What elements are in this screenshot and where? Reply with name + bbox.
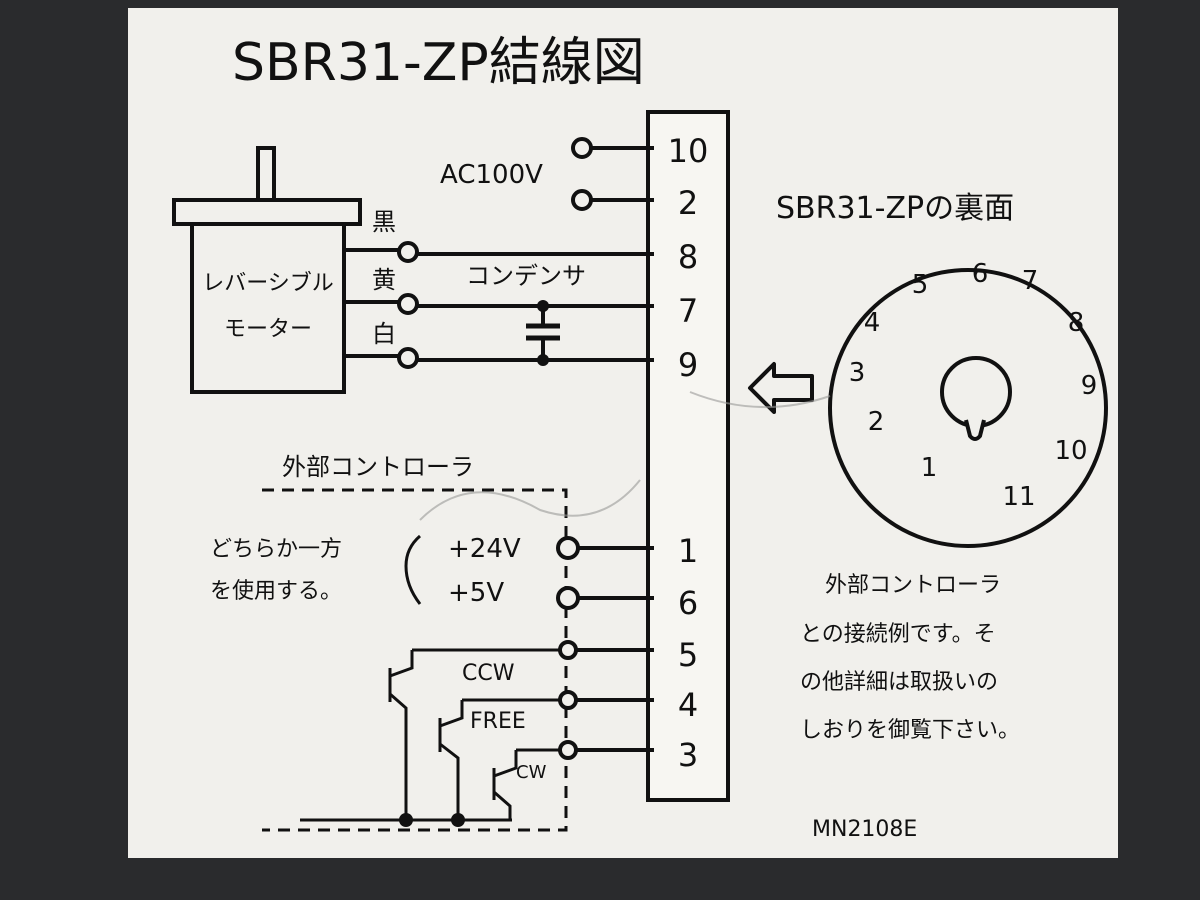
- capacitor-junction-top: [537, 300, 549, 312]
- terminal-label-6: 6: [678, 584, 698, 622]
- wire-color-black: 黒: [372, 208, 396, 236]
- motor-terminal-white: [397, 347, 419, 369]
- motor-label-line2: モーター: [224, 317, 312, 342]
- diagram-title: SBR31-ZP結線図: [232, 33, 645, 93]
- terminal-label-9: 9: [678, 346, 698, 384]
- pin-label-4: 4: [864, 308, 881, 338]
- controller-terminal-cw: [558, 740, 578, 760]
- terminal-block: [646, 110, 730, 802]
- transistor-free: [438, 698, 560, 820]
- controller-terminal-24v: [556, 536, 580, 560]
- arrow-left-icon: [748, 362, 814, 414]
- terminal-label-2: 2: [678, 184, 698, 222]
- note-line-4: しおりを御覧下さい。: [800, 718, 1020, 743]
- pin-label-5: 5: [912, 270, 929, 300]
- controller-terminal-ccw: [558, 640, 578, 660]
- socket-key: [940, 356, 1012, 441]
- motor-label-line1: レバーシブル: [202, 271, 334, 296]
- pin-label-9: 9: [1081, 371, 1098, 401]
- terminal-label-8: 8: [678, 238, 698, 276]
- wire-color-yellow: 黄: [372, 266, 396, 294]
- pin-label-8: 8: [1068, 308, 1085, 338]
- controller-brace: [404, 534, 422, 605]
- power-terminal-2: [571, 189, 593, 211]
- motor-shaft: [256, 146, 276, 202]
- signal-ccw: CCW: [462, 661, 515, 686]
- terminal-label-5: 5: [678, 636, 698, 674]
- pin-label-1: 1: [921, 453, 938, 483]
- motor-terminal-yellow: [397, 293, 419, 315]
- capacitor-label: コンデンサ: [466, 262, 586, 290]
- terminal-label-10: 10: [668, 132, 709, 170]
- capacitor-junction-bottom: [537, 354, 549, 366]
- ground-junction-2: [451, 813, 465, 827]
- transistor-cw: [492, 748, 560, 820]
- controller-boundary: [262, 488, 568, 832]
- ground-junction-1: [399, 813, 413, 827]
- motor-flange: [172, 198, 362, 226]
- pin-label-7: 7: [1022, 266, 1039, 296]
- signal-cw: CW: [516, 762, 547, 783]
- controller-note-line1: どちらか一方: [210, 537, 342, 562]
- pin-label-11: 11: [1002, 482, 1035, 512]
- pin-label-10: 10: [1054, 436, 1087, 466]
- controller-title: 外部コントローラ: [282, 453, 474, 481]
- signal-free: FREE: [470, 709, 526, 734]
- pin-label-3: 3: [849, 358, 866, 388]
- note-line-1: 外部コントローラ: [825, 573, 1001, 598]
- power-label: AC100V: [440, 160, 543, 190]
- terminal-label-3: 3: [678, 736, 698, 774]
- wire-color-white: 白: [372, 320, 396, 348]
- input-5v: +5V: [448, 578, 504, 608]
- pencil-mark: [689, 391, 831, 409]
- controller-terminal-free: [558, 690, 578, 710]
- motor-body: [190, 222, 346, 394]
- pencil-mark-2: [419, 479, 641, 521]
- pin-label-6: 6: [972, 259, 989, 289]
- motor-terminal-black: [397, 241, 419, 263]
- note-line-2: との接続例です。そ: [800, 622, 996, 647]
- terminal-label-1: 1: [678, 532, 698, 570]
- terminal-label-4: 4: [678, 686, 698, 724]
- terminal-label-7: 7: [678, 292, 698, 330]
- input-24v: +24V: [448, 534, 521, 564]
- power-terminal-10: [571, 137, 593, 159]
- transistor-ccw: [388, 648, 560, 820]
- model-code: MN2108E: [812, 817, 917, 842]
- controller-note-line2: を使用する。: [210, 579, 342, 604]
- note-line-3: の他詳細は取扱いの: [800, 670, 998, 695]
- pin-label-2: 2: [868, 407, 885, 437]
- back-view-title: SBR31-ZPの裏面: [776, 191, 1014, 226]
- controller-terminal-5v: [556, 586, 580, 610]
